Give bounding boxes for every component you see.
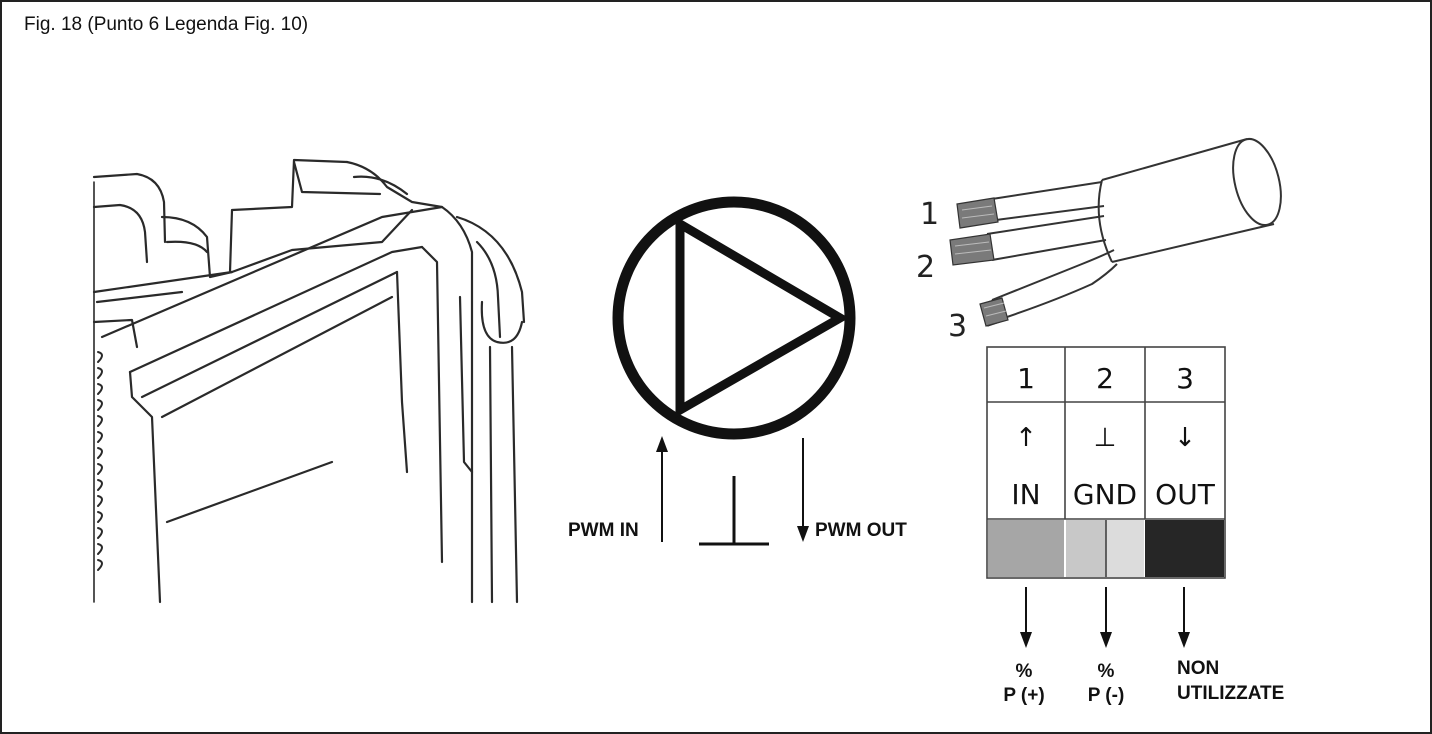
pin-2-symbol: ⊥	[1094, 423, 1117, 453]
pin-1-name: IN	[1011, 478, 1040, 511]
pump-circle	[612, 196, 856, 440]
wire-number-2: 2	[916, 250, 935, 285]
output-2-percent: %	[1098, 661, 1115, 682]
pwm-out-arrowhead	[797, 526, 809, 542]
wire-2-copper	[949, 233, 995, 266]
figure-caption: Fig. 18 (Punto 6 Legenda Fig. 10)	[24, 14, 309, 35]
pin-3-symbol: ↓	[1174, 423, 1196, 453]
output-3-line1: NON	[1177, 658, 1219, 679]
pin-1-number: 1	[1017, 362, 1035, 395]
pump-triangle	[675, 216, 849, 418]
output-arrows	[1025, 587, 1185, 634]
pin-2-color-swatch-b	[1106, 520, 1144, 577]
wire-number-1: 1	[920, 197, 939, 232]
output-1-percent: %	[1016, 661, 1033, 682]
pump-symbol: PWM IN PWM OUT	[568, 196, 907, 546]
wire-1-copper	[956, 197, 999, 229]
output-arrowheads	[1020, 632, 1190, 648]
pwm-out-label: PWM OUT	[815, 520, 907, 541]
output-3-line2: UTILIZZATE	[1177, 683, 1284, 704]
pin-3-number: 3	[1176, 362, 1194, 395]
pin-2-color-swatch-a	[1066, 520, 1106, 577]
pin-3-name: OUT	[1155, 478, 1216, 511]
wire-number-3: 3	[948, 309, 967, 344]
pin-3-color-swatch	[1145, 520, 1224, 577]
output-1-label: P (+)	[1003, 685, 1044, 706]
output-2-label: P (-)	[1088, 685, 1125, 706]
pin-2-name: GND	[1073, 478, 1137, 511]
pwm-in-label: PWM IN	[568, 520, 639, 541]
pin-1-symbol: ↑	[1015, 423, 1037, 453]
wire-3-copper	[979, 297, 1009, 327]
device-illustration	[92, 158, 526, 604]
pin-table: 1 2 3 ↑ ⊥ ↓ IN GND OUT	[986, 346, 1226, 579]
cable-illustration	[949, 137, 1282, 327]
ground-symbol	[699, 476, 769, 546]
pwm-in-arrowhead	[656, 436, 668, 452]
pin-2-number: 2	[1096, 362, 1114, 395]
pin-1-color-swatch	[988, 520, 1064, 577]
